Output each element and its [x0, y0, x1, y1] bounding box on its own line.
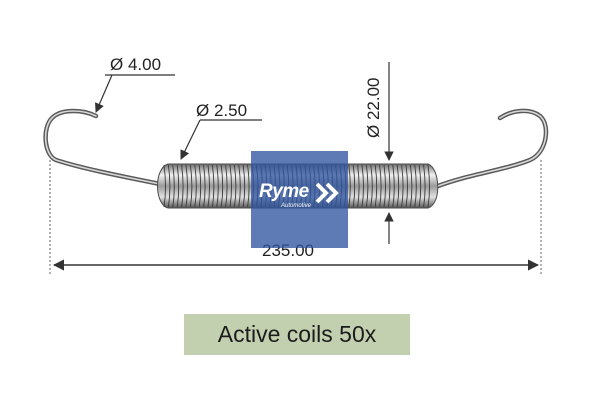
coil-turn [185, 164, 188, 208]
coil-turn [198, 164, 202, 208]
extension-lines [49, 160, 542, 276]
coil-turn [163, 164, 166, 208]
outer-diameter-label: Ø 22.00 [364, 78, 383, 139]
left-hook [43, 108, 163, 187]
coil-turn [225, 164, 228, 208]
brand-logo-text: Ryme [259, 181, 309, 202]
coil-turn [370, 164, 373, 208]
coil-turn [181, 164, 184, 208]
coil-turn [172, 164, 175, 208]
active-coils-text: Active coils 50x [217, 321, 377, 347]
coil-turn [396, 164, 400, 208]
coil-turn [233, 164, 237, 208]
coil-turn [383, 164, 386, 208]
coil-turn [352, 164, 356, 208]
coil-turn [216, 164, 219, 208]
coil-turn [242, 164, 246, 208]
coil-turn [379, 164, 382, 208]
coil-turn [194, 164, 197, 208]
coil-turn [409, 164, 413, 208]
right-hook [435, 108, 549, 189]
coil-turn [203, 164, 206, 208]
coil-turn [247, 164, 250, 208]
coil-turn [357, 164, 360, 208]
coil-turn [348, 164, 351, 208]
hook-diameter-leader [95, 74, 175, 113]
spring-wire-diameter-label: Ø 2.50 [196, 101, 247, 120]
coil-turn [365, 164, 369, 208]
coil-turn [220, 164, 224, 208]
coil-turn [387, 164, 391, 208]
coil-turn [374, 164, 378, 208]
coil-turn [427, 164, 430, 208]
coil-turn [414, 164, 417, 208]
hook-wire-diameter-label: Ø 4.00 [110, 55, 161, 74]
coil-turn [207, 164, 210, 208]
wire-diameter-leader [180, 119, 262, 160]
brand-logo-box: Ryme Automotive [251, 151, 348, 248]
active-coils-note: Active coils 50x [184, 314, 410, 355]
brand-logo-subtitle: Automotive [281, 203, 312, 209]
coil-turn [211, 164, 215, 208]
coil-turn [418, 164, 422, 208]
coil-turn [401, 164, 404, 208]
coil-turn [189, 164, 193, 208]
coil-turn [229, 164, 232, 208]
coil-turn [423, 164, 426, 208]
coil-turn [361, 164, 364, 208]
coil-turn [167, 164, 171, 208]
coil-turn [238, 164, 241, 208]
coil-turn [405, 164, 408, 208]
chevron-right-icon [315, 182, 339, 204]
coil-turn [392, 164, 395, 208]
coil-turn [176, 164, 180, 208]
